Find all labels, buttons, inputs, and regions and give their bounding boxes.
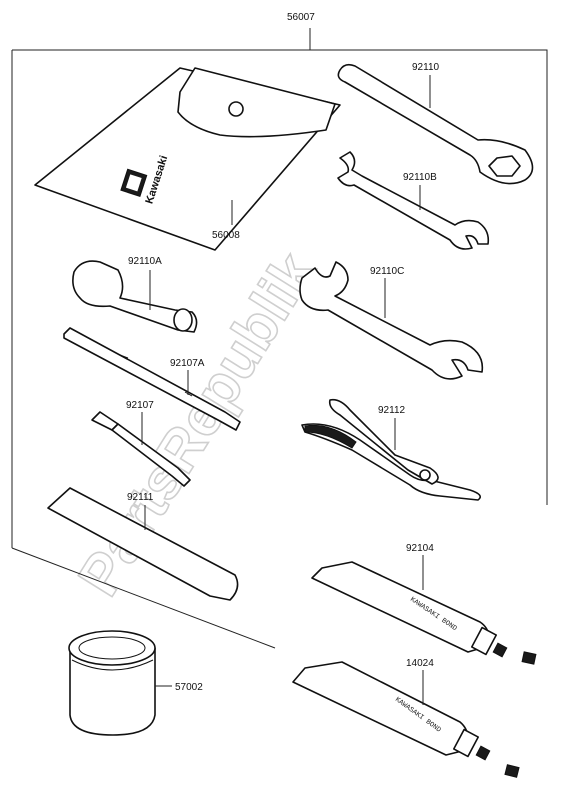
bond-tube-2: KAWASAKI BOND — [292, 661, 520, 778]
socket-wrench — [72, 260, 198, 333]
label-56007: 56007 — [287, 12, 315, 23]
tool-pouch: Kawasaki — [34, 67, 341, 251]
open-wrench-large — [299, 261, 484, 380]
label-92111: 92111 — [127, 492, 154, 503]
screwdriver-handle — [47, 487, 239, 601]
label-92104: 92104 — [406, 543, 434, 554]
label-92107: 92107 — [126, 400, 154, 411]
label-14024: 14024 — [406, 658, 434, 669]
cartridge-can — [68, 630, 156, 736]
label-92110: 92110 — [412, 62, 440, 73]
pliers — [301, 398, 481, 501]
screwdriver-blade-phillips — [91, 411, 191, 487]
label-57002: 57002 — [175, 682, 203, 693]
screwdriver-blade-flat — [63, 327, 241, 431]
label-92110C: 92110C — [370, 266, 404, 277]
label-92107A: 92107A — [170, 358, 205, 369]
open-wrench-small — [337, 151, 490, 250]
label-56008: 56008 — [212, 230, 240, 241]
label-92110B: 92110B — [403, 172, 437, 183]
label-92110A: 92110A — [128, 256, 162, 267]
assembly-frame — [11, 28, 548, 649]
box-wrench — [337, 63, 534, 185]
bond-tube-1: KAWASAKI BOND — [311, 561, 537, 665]
label-92112: 92112 — [378, 405, 406, 416]
